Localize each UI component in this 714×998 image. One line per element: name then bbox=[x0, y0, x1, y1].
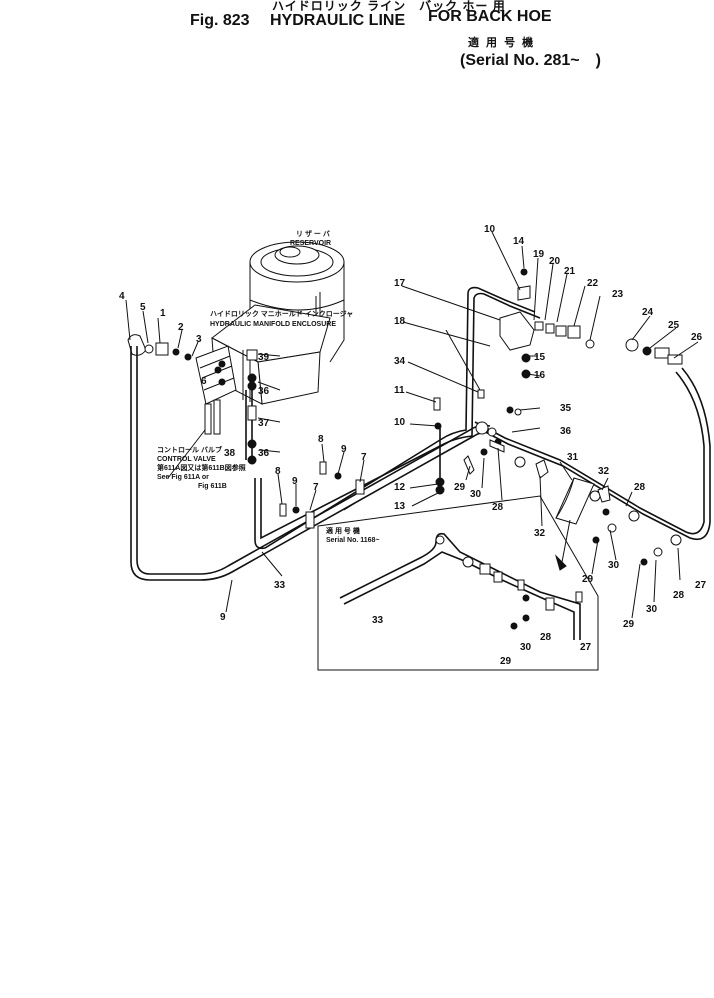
callout: 1 bbox=[160, 308, 166, 319]
callout: 11 bbox=[394, 385, 405, 396]
callout: 7 bbox=[361, 452, 367, 463]
callout: 5 bbox=[140, 302, 146, 313]
callout: 10 bbox=[484, 224, 496, 235]
reservoir-label-jp: リ ザ ー バ bbox=[296, 229, 330, 238]
callout: 34 bbox=[394, 356, 406, 367]
callout: 33 bbox=[372, 615, 384, 626]
callout: 36 bbox=[258, 386, 270, 397]
callout: 27 bbox=[695, 580, 707, 591]
callout: 20 bbox=[549, 256, 561, 267]
see-figure-label: See Fig 611A or bbox=[157, 474, 209, 481]
callout: 36 bbox=[560, 426, 572, 437]
callout: 4 bbox=[119, 291, 125, 302]
callout: 3 bbox=[196, 334, 202, 345]
see-figure-label-2: Fig 611B bbox=[198, 483, 227, 490]
callout: 15 bbox=[534, 352, 546, 363]
callout: 33 bbox=[274, 580, 286, 591]
serial-range: (Serial No. 281~ ) bbox=[460, 52, 601, 69]
control-valve-label: CONTROL VALVE bbox=[157, 456, 216, 463]
figure-subtitle: FOR BACK HOE bbox=[428, 8, 552, 25]
serial-japanese: 適 用 号 機 bbox=[468, 37, 536, 49]
manifold-label: HYDRAULIC MANIFOLD ENCLOSURE bbox=[210, 321, 336, 328]
callout: 27 bbox=[580, 642, 592, 653]
inset-label-serial: Serial No. 1168~ bbox=[326, 537, 380, 544]
callout: 2 bbox=[178, 322, 184, 333]
callout: 21 bbox=[564, 266, 576, 277]
callout: 32 bbox=[598, 466, 610, 477]
callout: 29 bbox=[582, 574, 594, 585]
callout: 25 bbox=[668, 320, 680, 331]
callout: 7 bbox=[313, 482, 319, 493]
control-valve bbox=[195, 345, 237, 435]
callout: 8 bbox=[275, 466, 281, 477]
callout: 36 bbox=[258, 448, 270, 459]
callout: 24 bbox=[642, 307, 654, 318]
callout: 28 bbox=[492, 502, 504, 513]
callout: 26 bbox=[691, 332, 703, 343]
callout: 30 bbox=[608, 560, 620, 571]
callout: 29 bbox=[454, 482, 466, 493]
callout: 29 bbox=[500, 656, 512, 667]
leader-lines bbox=[125, 231, 699, 619]
callout: 19 bbox=[533, 249, 545, 260]
callout: 35 bbox=[560, 403, 572, 414]
callout: 12 bbox=[394, 482, 406, 493]
stack-parts-37-39 bbox=[218, 349, 258, 465]
fittings-right bbox=[499, 268, 683, 379]
see-figure-label-jp: 第611A図又は第611B図参照 bbox=[157, 463, 246, 472]
callout: 9 bbox=[220, 612, 226, 623]
callout: 39 bbox=[258, 352, 270, 363]
callout: 30 bbox=[470, 489, 482, 500]
callout: 9 bbox=[341, 444, 347, 455]
figure-title: HYDRAULIC LINE bbox=[270, 12, 406, 29]
fittings-left bbox=[127, 334, 192, 361]
callout: 16 bbox=[534, 370, 546, 381]
callout: 28 bbox=[634, 482, 646, 493]
callout: 32 bbox=[534, 528, 546, 539]
callout: 28 bbox=[673, 590, 685, 601]
japanese-title: ハイドロリック ライン バック ホー 用 bbox=[272, 0, 506, 13]
callout: 22 bbox=[587, 278, 599, 289]
callout: 6 bbox=[201, 376, 207, 387]
callout: 29 bbox=[623, 619, 635, 630]
reservoir-label: RESERVOIR bbox=[290, 240, 331, 247]
callout: 18 bbox=[394, 316, 406, 327]
clamps bbox=[279, 389, 682, 566]
callout: 31 bbox=[567, 452, 579, 463]
callout: 9 bbox=[292, 476, 298, 487]
callout: 23 bbox=[612, 289, 624, 300]
inset-label-jp: 適 用 号 機 bbox=[326, 526, 360, 535]
inset-serial-1168 bbox=[317, 495, 599, 671]
callout: 30 bbox=[520, 642, 532, 653]
callout: 17 bbox=[394, 278, 406, 289]
callout: 37 bbox=[258, 418, 270, 429]
callout: 30 bbox=[646, 604, 658, 615]
callout: 10 bbox=[394, 417, 406, 428]
callout: 28 bbox=[540, 632, 552, 643]
callout-numbers: 1 2 3 4 5 6 7 7 8 8 9 9 9 10 10 11 12 13… bbox=[119, 224, 707, 667]
manifold-label-jp: ハイドロリック マニホールド インクロージャ bbox=[210, 309, 353, 318]
figure-number: Fig. 823 bbox=[190, 12, 250, 29]
callout: 14 bbox=[513, 236, 525, 247]
callout: 8 bbox=[318, 434, 324, 445]
callout: 38 bbox=[224, 448, 236, 459]
callout: 13 bbox=[394, 501, 406, 512]
control-valve-label-jp: コントロール バルブ bbox=[157, 445, 222, 454]
reservoir-tank bbox=[249, 241, 345, 363]
